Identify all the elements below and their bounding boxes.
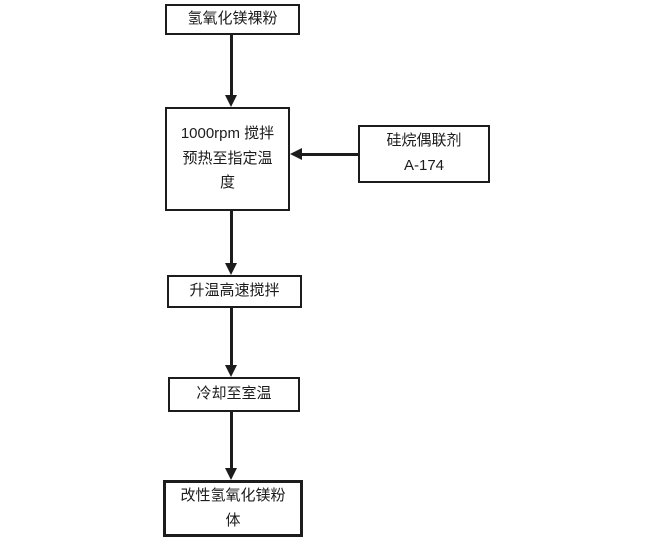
node-preheat-stir-label: 1000rpm 搅拌 预热至指定温 度: [180, 124, 275, 192]
node-modified-powder-product-label: 改性氢氧化镁粉 体: [180, 486, 286, 529]
node-modified-powder-product: 改性氢氧化镁粉 体: [163, 480, 303, 537]
node-cool-to-room-temp-label: 冷却至室温: [196, 385, 272, 403]
node-silane-coupling-agent-label: 硅烷偶联剂 A-174: [386, 132, 462, 174]
node-preheat-stir: 1000rpm 搅拌 预热至指定温 度: [165, 107, 290, 211]
arrow-silane-to-preheat-head-icon: [290, 148, 302, 160]
arrow-preheat-to-heat-shaft: [230, 211, 233, 265]
arrow-cool-to-product-head-icon: [225, 468, 237, 480]
arrow-heat-to-cool-head-icon: [225, 365, 237, 377]
arrow-silane-to-preheat-shaft: [300, 153, 358, 156]
arrow-heat-to-cool-shaft: [230, 308, 233, 367]
arrow-preheat-to-heat-head-icon: [225, 263, 237, 275]
node-raw-powder-label: 氢氧化镁裸粉: [187, 10, 278, 28]
node-heat-highspeed-stir: 升温高速搅拌: [167, 275, 302, 308]
node-cool-to-room-temp: 冷却至室温: [168, 377, 300, 412]
arrow-raw-to-preheat-head-icon: [225, 95, 237, 107]
arrow-raw-to-preheat-shaft: [230, 35, 233, 97]
arrow-cool-to-product-shaft: [230, 412, 233, 470]
node-silane-coupling-agent: 硅烷偶联剂 A-174: [358, 125, 490, 183]
node-raw-powder: 氢氧化镁裸粉: [165, 4, 300, 35]
node-heat-highspeed-stir-label: 升温高速搅拌: [189, 282, 280, 300]
